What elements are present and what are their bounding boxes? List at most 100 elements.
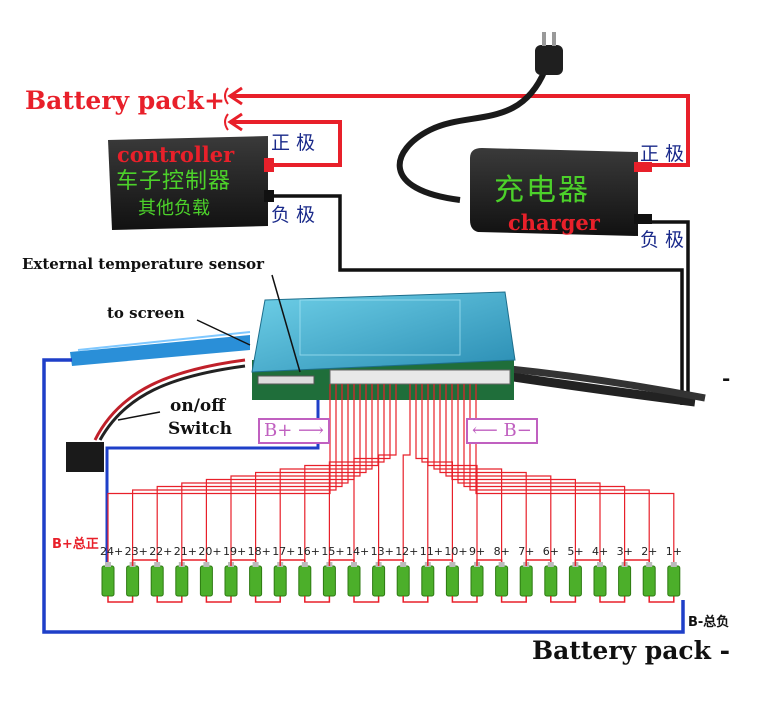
cell-number-label: 18+ bbox=[247, 545, 271, 558]
b-minus-total-label: B-总负 bbox=[688, 615, 730, 630]
cell-number-label: 21+ bbox=[173, 545, 198, 558]
charger-positive-label: 正极 bbox=[640, 143, 691, 165]
balance-wire bbox=[439, 384, 527, 562]
battery-cell bbox=[421, 565, 435, 597]
battery-cell bbox=[150, 565, 164, 597]
b-plus-tag: B+ ⟶ bbox=[258, 418, 330, 444]
balance-wire bbox=[156, 384, 343, 562]
series-link bbox=[181, 559, 208, 566]
cell-number-label: 16+ bbox=[296, 545, 321, 558]
switch-label: Switch bbox=[168, 419, 232, 439]
charger-cord bbox=[396, 32, 563, 203]
cell-number-label: 7+ bbox=[518, 545, 535, 558]
cell-number-label: 4+ bbox=[592, 545, 609, 558]
series-link bbox=[648, 596, 675, 603]
battery-cell-terminal bbox=[154, 562, 161, 567]
battery-cell-terminal bbox=[203, 562, 210, 567]
balance-wire bbox=[107, 384, 331, 562]
controller-title: controller bbox=[117, 142, 235, 167]
series-link bbox=[451, 596, 478, 603]
battery-cell bbox=[347, 565, 361, 597]
series-link bbox=[402, 596, 429, 603]
cell-number-label: 1+ bbox=[665, 545, 683, 558]
cell-number-label: 23+ bbox=[124, 545, 148, 558]
battery-cell-terminal bbox=[597, 562, 603, 567]
cell-number-label: 19+ bbox=[223, 545, 247, 558]
balance-wire bbox=[463, 384, 626, 562]
series-link bbox=[131, 559, 158, 566]
cell-number-label: 5+ bbox=[567, 545, 584, 558]
controller-box bbox=[108, 136, 274, 230]
battery-cell-terminal bbox=[301, 562, 308, 567]
battery-cell bbox=[199, 565, 213, 597]
battery-cell-terminal bbox=[400, 562, 407, 567]
battery-cell-terminal bbox=[646, 562, 653, 567]
battery-cell bbox=[298, 565, 312, 597]
cell-number-label: 22+ bbox=[149, 545, 173, 558]
series-link bbox=[304, 596, 331, 603]
battery-cell-terminal bbox=[547, 562, 554, 567]
balance-wire bbox=[451, 384, 577, 562]
battery-cell bbox=[470, 565, 484, 597]
series-link bbox=[156, 596, 183, 603]
battery-pack-plus-label: Battery pack+ bbox=[25, 86, 225, 115]
battery-cell bbox=[224, 565, 238, 597]
cell-number-label: 13+ bbox=[370, 545, 394, 558]
series-link bbox=[353, 596, 380, 603]
balance-wire bbox=[181, 384, 349, 562]
battery-cell-terminal bbox=[105, 562, 111, 567]
balance-wire bbox=[304, 384, 379, 562]
to-screen-label: to screen bbox=[107, 304, 185, 322]
negative-wires bbox=[272, 194, 706, 407]
battery-cell bbox=[273, 565, 287, 597]
battery-cell-terminal bbox=[351, 562, 357, 567]
series-link bbox=[107, 596, 134, 603]
battery-pack-minus-label: Battery pack - bbox=[532, 636, 731, 665]
battery-cells bbox=[101, 559, 681, 603]
balance-wire bbox=[279, 384, 373, 562]
annotation-pointers bbox=[117, 274, 301, 421]
cell-number-label: 8+ bbox=[493, 545, 510, 558]
battery-cell bbox=[396, 565, 410, 597]
series-link bbox=[550, 596, 577, 603]
balance-wire bbox=[230, 384, 361, 562]
balance-wire bbox=[132, 384, 337, 562]
battery-cell bbox=[322, 565, 336, 597]
charger-box bbox=[470, 148, 652, 236]
balance-wire bbox=[421, 384, 453, 562]
balance-wire bbox=[328, 384, 385, 562]
balance-wire bbox=[445, 384, 552, 562]
battery-cell-terminal bbox=[252, 562, 259, 567]
battery-cell bbox=[175, 565, 189, 597]
flat-cable bbox=[70, 331, 251, 366]
balance-wire bbox=[457, 384, 601, 562]
battery-cell-terminal bbox=[449, 562, 456, 567]
controller-line2: 其他负载 bbox=[138, 198, 210, 219]
battery-cell bbox=[126, 565, 140, 597]
series-link bbox=[427, 559, 454, 566]
series-link bbox=[205, 596, 232, 603]
cell-number-label: 20+ bbox=[198, 545, 222, 558]
battery-cell bbox=[593, 565, 607, 597]
series-link bbox=[476, 559, 503, 566]
cell-number-label: 24+ bbox=[100, 545, 124, 558]
controller-positive-label: 正极 bbox=[271, 132, 322, 154]
on-off-label: on/off bbox=[170, 396, 226, 416]
balance-wire bbox=[255, 384, 367, 562]
b-plus-tag-text: B+ bbox=[264, 420, 293, 441]
cell-number-label: 15+ bbox=[321, 545, 345, 558]
series-link bbox=[254, 596, 281, 603]
charger-title-en: charger bbox=[508, 210, 600, 235]
balance-wire bbox=[402, 384, 411, 562]
battery-cell bbox=[568, 565, 582, 597]
balance-wire bbox=[353, 384, 391, 562]
positive-wire-loop bbox=[224, 86, 690, 167]
cell-number-label: 12+ bbox=[395, 545, 419, 558]
external-temp-sensor-label: External temperature sensor bbox=[22, 255, 265, 273]
battery-cell-terminal bbox=[498, 562, 505, 567]
battery-cell-terminal bbox=[670, 562, 677, 567]
controller-negative-label: 负极 bbox=[271, 204, 322, 226]
cell-number-label: 6+ bbox=[542, 545, 560, 558]
battery-cell bbox=[618, 565, 632, 597]
